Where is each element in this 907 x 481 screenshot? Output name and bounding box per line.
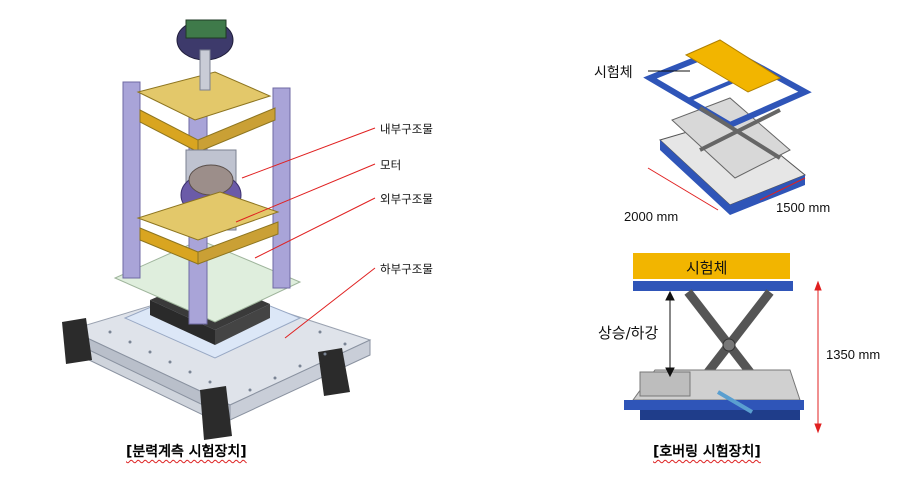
dim-length: 2000 mm — [624, 209, 679, 224]
specimen-box — [633, 253, 790, 279]
label-up-down: 상승/하강 — [598, 324, 659, 342]
label-inner-structure: 내부구조물 — [380, 122, 433, 136]
label-outer-structure: 외부구조물 — [380, 192, 433, 206]
dim-lines-top — [647, 70, 806, 211]
height-dimension — [814, 280, 822, 434]
caption-force-rig: [분력계측 시험장치] — [126, 444, 247, 460]
label-motor: 모터 — [380, 158, 402, 172]
hovering-rig-iso — [643, 39, 812, 215]
caption-hovering-rig: [호버링 시험장치] — [653, 444, 761, 460]
label-specimen-top: 시험체 — [594, 65, 633, 81]
specimen-box-label: 시험체 — [686, 259, 728, 277]
force-measurement-rig — [62, 19, 372, 440]
dim-width: 1500 mm — [776, 200, 831, 215]
dim-height: 1350 mm — [826, 347, 881, 362]
label-lower-structure: 하부구조물 — [380, 262, 433, 276]
leader-lines-left — [235, 127, 376, 339]
up-down-arrow — [665, 290, 675, 378]
hovering-rig-side — [624, 253, 804, 420]
